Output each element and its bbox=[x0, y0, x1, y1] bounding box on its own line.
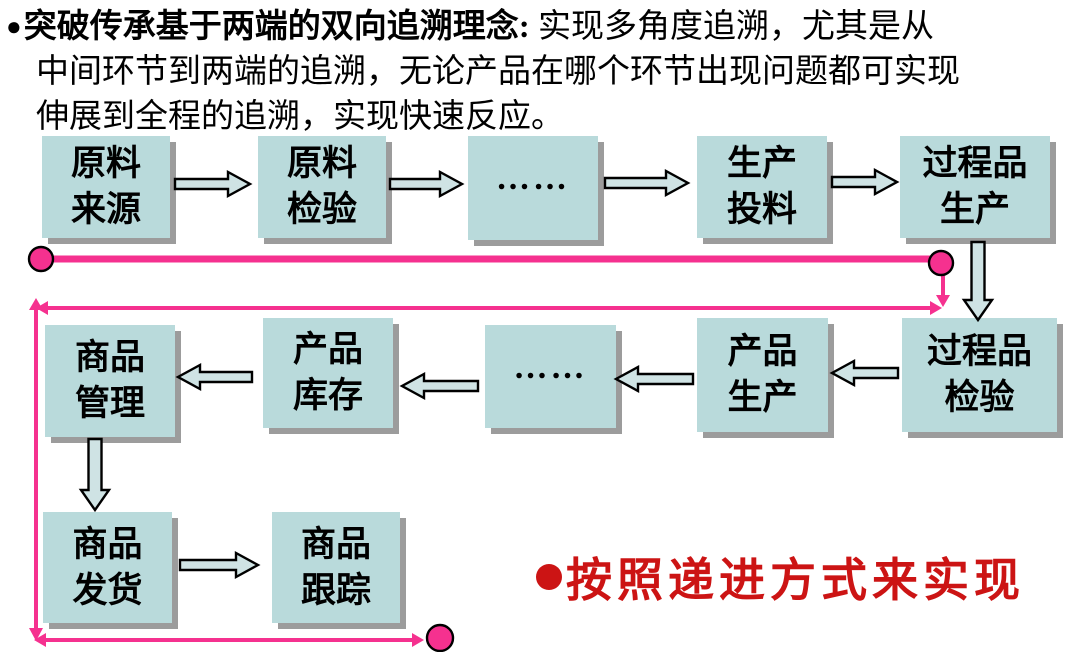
node-ellipsis-middle: …… bbox=[485, 325, 616, 428]
trace-mid-dot bbox=[927, 249, 955, 277]
node-label: 生产 bbox=[939, 190, 1010, 229]
node-product-production: 产品 生产 bbox=[697, 318, 828, 432]
node-production-feeding: 生产 投料 bbox=[697, 136, 827, 238]
node-label: 过程品 bbox=[922, 144, 1028, 183]
trace-end-dot bbox=[425, 623, 455, 652]
node-label: 产品 bbox=[727, 332, 798, 371]
node-label: 商品 bbox=[300, 524, 371, 564]
intro-text: ●突破传承基于两端的双向追溯理念: 实现多角度追溯，尤其是从 中间环节到两端的追… bbox=[6, 4, 1071, 140]
intro-line-2: 中间环节到两端的追溯，无论产品在哪个环节出现问题都可实现 bbox=[36, 54, 960, 90]
node-label: 检验 bbox=[944, 378, 1015, 417]
node-label: 生产 bbox=[727, 378, 798, 417]
node-label: 投料 bbox=[726, 190, 797, 229]
node-label: 检验 bbox=[286, 190, 357, 229]
arrow-down-icon bbox=[961, 240, 995, 323]
node-label: 管理 bbox=[74, 384, 145, 423]
red-bullet-icon bbox=[536, 564, 562, 590]
node-label: 商品 bbox=[72, 524, 143, 564]
callout: 按照递进方式来实现 bbox=[536, 544, 1025, 610]
bullet-icon: ● bbox=[6, 12, 22, 41]
arrow-right-icon bbox=[178, 550, 261, 580]
node-label: 来源 bbox=[70, 190, 141, 229]
node-in-process-inspection: 过程品 检验 bbox=[902, 318, 1057, 432]
node-label: 商品 bbox=[74, 338, 145, 377]
node-label: 库存 bbox=[292, 376, 363, 415]
intro-line-1: ●突破传承基于两端的双向追溯理念: 实现多角度追溯，尤其是从 bbox=[6, 4, 1071, 50]
callout-text: 按照递进方式来实现 bbox=[566, 555, 1025, 606]
node-label: 过程品 bbox=[926, 332, 1032, 371]
node-product-inventory: 产品 库存 bbox=[263, 318, 393, 428]
node-label: 跟踪 bbox=[300, 570, 371, 610]
node-ellipsis-top: …… bbox=[468, 136, 598, 240]
intro-line-3: 伸展到全程的追溯，实现快速反应。 bbox=[36, 99, 564, 135]
ellipsis-label: …… bbox=[513, 348, 588, 386]
node-label: 原料 bbox=[70, 144, 141, 183]
arrow-down-icon bbox=[78, 437, 112, 513]
node-in-process-production: 过程品 生产 bbox=[900, 136, 1050, 238]
node-label: 发货 bbox=[72, 570, 143, 610]
node-label: 原料 bbox=[286, 144, 357, 183]
node-goods-tracking: 商品 跟踪 bbox=[272, 512, 400, 623]
intro-heading: 突破传承基于两端的双向追溯理念: bbox=[23, 9, 530, 45]
node-raw-material-source: 原料 来源 bbox=[42, 136, 170, 238]
node-label: 生产 bbox=[726, 144, 797, 183]
node-raw-material-inspection: 原料 检验 bbox=[258, 136, 386, 238]
node-label: 产品 bbox=[292, 330, 363, 369]
ellipsis-label: …… bbox=[496, 160, 570, 197]
intro-line-1-rest: 实现多角度追溯，尤其是从 bbox=[529, 9, 934, 45]
node-goods-management: 商品 管理 bbox=[45, 325, 175, 437]
node-goods-shipping: 商品 发货 bbox=[43, 512, 172, 623]
trace-start-dot bbox=[27, 245, 55, 273]
